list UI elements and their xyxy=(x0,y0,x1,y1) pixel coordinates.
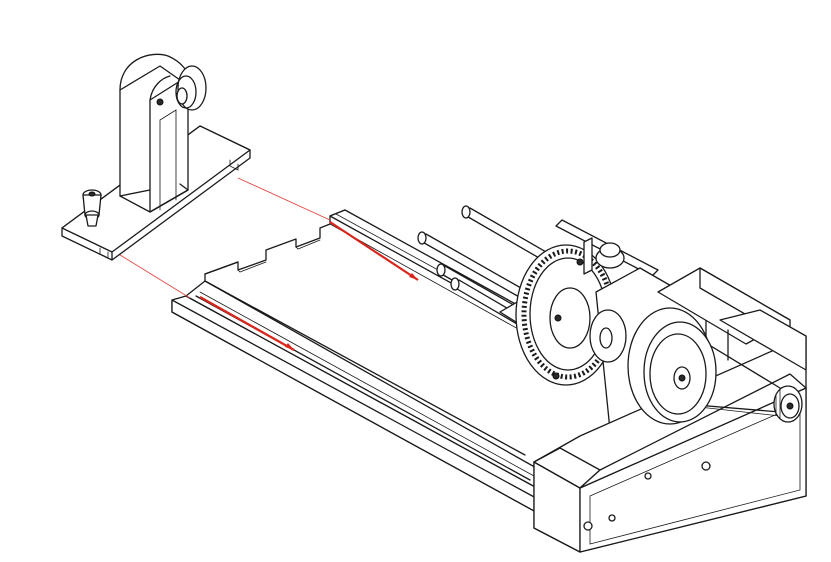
main-drive-pulley xyxy=(627,307,717,425)
drive-housing xyxy=(533,267,807,553)
rail-highlights xyxy=(199,221,419,351)
front-rail-highlight xyxy=(199,296,295,351)
chuck-key xyxy=(555,219,659,277)
front-rail-arrow xyxy=(285,343,294,350)
motor-pulley xyxy=(773,385,803,423)
tailstock-support xyxy=(61,53,251,261)
rear-rail-highlight xyxy=(329,221,419,281)
alignment-guides xyxy=(111,177,331,299)
guide-line-rear xyxy=(237,177,331,221)
guide-line-front xyxy=(111,249,191,299)
rear-rail-arrow xyxy=(409,273,418,280)
locking-knob xyxy=(82,189,102,227)
rail-base xyxy=(171,209,549,513)
